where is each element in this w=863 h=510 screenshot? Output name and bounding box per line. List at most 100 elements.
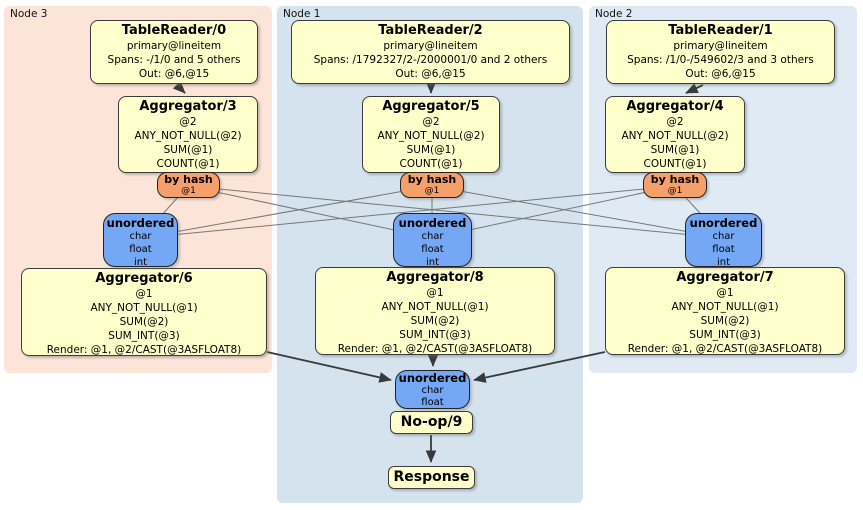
operator-detail: @1 bbox=[426, 287, 444, 299]
operator-detail: Spans: /1/0-/549602/3 and 3 others bbox=[627, 54, 814, 66]
operator-detail: SUM(@1) bbox=[163, 144, 213, 156]
operator-title: Aggregator/5 bbox=[382, 99, 480, 114]
by-hash-router-node2: by hash @1 bbox=[643, 172, 707, 198]
sync-column: char bbox=[421, 231, 444, 242]
sync-column: float bbox=[129, 244, 152, 255]
operator-detail: Spans: -/1/0 and 5 others bbox=[107, 54, 241, 66]
aggregator-4-box: Aggregator/4 @2 ANY_NOT_NULL(@2) SUM(@1)… bbox=[605, 96, 745, 173]
edge-byhash3-unordered1 bbox=[187, 185, 433, 239]
operator-title: Aggregator/6 bbox=[95, 271, 193, 286]
router-column: @1 bbox=[667, 186, 683, 196]
edge-tablereader0-aggregator3 bbox=[172, 80, 186, 94]
operator-detail: Spans: /1792327/2-/2000001/0 and 2 other… bbox=[313, 54, 548, 66]
aggregator-5-box: Aggregator/5 @2 ANY_NOT_NULL(@2) SUM(@1)… bbox=[362, 96, 500, 173]
operator-detail: Out: @6,@15 bbox=[685, 68, 756, 80]
tablereader-2-box: TableReader/2 primary@lineitem Spans: /1… bbox=[291, 20, 570, 84]
edge-byhash1-unordered3 bbox=[140, 185, 433, 239]
operator-title: Aggregator/3 bbox=[139, 99, 237, 114]
operator-title: TableReader/0 bbox=[121, 23, 227, 38]
unordered-sync-final: unordered char float bbox=[395, 370, 470, 409]
operator-detail: SUM(@2) bbox=[119, 316, 169, 328]
operator-detail: SUM(@1) bbox=[650, 144, 700, 156]
aggregator-3-box: Aggregator/3 @2 ANY_NOT_NULL(@2) SUM(@1)… bbox=[118, 96, 258, 173]
sync-column: int bbox=[425, 257, 440, 268]
edge-byhash1-unordered2 bbox=[431, 185, 724, 239]
router-column: @1 bbox=[424, 186, 440, 196]
edge-byhash2-unordered3 bbox=[140, 185, 676, 239]
router-title: by hash bbox=[407, 173, 457, 186]
sync-column: char bbox=[129, 231, 152, 242]
sync-column: char bbox=[712, 231, 735, 242]
noop-box: No-op/9 bbox=[390, 411, 473, 434]
edge-byhash2-unordered1 bbox=[431, 185, 676, 239]
aggregator-8-box: Aggregator/8 @1 ANY_NOT_NULL(@1) SUM(@2)… bbox=[315, 267, 555, 355]
operator-detail: @1 bbox=[135, 288, 153, 300]
operator-detail: COUNT(@1) bbox=[399, 158, 463, 170]
unordered-sync-node3: unordered char float int bbox=[103, 213, 178, 268]
sync-title: unordered bbox=[398, 371, 467, 385]
sync-column: float bbox=[421, 244, 444, 255]
operator-title: Aggregator/8 bbox=[386, 270, 484, 285]
operator-detail: @2 bbox=[666, 116, 684, 128]
aggregator-7-box: Aggregator/7 @1 ANY_NOT_NULL(@1) SUM(@2)… bbox=[605, 267, 845, 355]
by-hash-router-node1: by hash @1 bbox=[400, 172, 464, 198]
operator-detail: COUNT(@1) bbox=[156, 158, 220, 170]
operator-detail: SUM_INT(@3) bbox=[689, 329, 761, 341]
tablereader-1-box: TableReader/1 primary@lineitem Spans: /1… bbox=[606, 20, 835, 84]
operator-detail: Render: @1, @2/CAST(@3ASFLOAT8) bbox=[337, 343, 533, 355]
operator-detail: ANY_NOT_NULL(@2) bbox=[134, 130, 242, 142]
sync-column: float bbox=[712, 244, 735, 255]
sync-column: int bbox=[133, 257, 148, 268]
operator-detail: @2 bbox=[422, 116, 440, 128]
operator-detail: SUM(@1) bbox=[406, 144, 456, 156]
operator-detail: @2 bbox=[179, 116, 197, 128]
sync-title: unordered bbox=[398, 216, 467, 230]
router-title: by hash bbox=[164, 173, 213, 186]
operator-detail: SUM_INT(@3) bbox=[108, 330, 180, 342]
unordered-sync-node1: unordered char float int bbox=[393, 213, 472, 268]
sync-column: char bbox=[421, 385, 444, 396]
sync-title: unordered bbox=[689, 216, 758, 230]
operator-detail: ANY_NOT_NULL(@2) bbox=[621, 130, 729, 142]
operator-detail: primary@lineitem bbox=[383, 40, 478, 52]
operator-detail: @1 bbox=[716, 287, 734, 299]
operator-detail: ANY_NOT_NULL(@1) bbox=[381, 301, 489, 313]
router-title: by hash bbox=[650, 173, 700, 186]
operator-detail: ANY_NOT_NULL(@1) bbox=[90, 302, 198, 314]
node2-label: Node 2 bbox=[595, 8, 633, 20]
edge-byhash3-unordered2 bbox=[187, 185, 724, 239]
operator-detail: COUNT(@1) bbox=[643, 158, 707, 170]
operator-title: TableReader/1 bbox=[668, 23, 773, 38]
operator-detail: ANY_NOT_NULL(@2) bbox=[377, 130, 485, 142]
edge-aggregator7-finalunordered bbox=[473, 351, 606, 383]
operator-detail: SUM_INT(@3) bbox=[399, 329, 471, 341]
operator-detail: Out: @6,@15 bbox=[395, 68, 466, 80]
operator-title: Response bbox=[393, 469, 470, 485]
operator-detail: ANY_NOT_NULL(@1) bbox=[671, 301, 779, 313]
sync-column: int bbox=[716, 257, 731, 268]
sync-column: float bbox=[421, 397, 444, 408]
aggregator-6-box: Aggregator/6 @1 ANY_NOT_NULL(@1) SUM(@2)… bbox=[21, 268, 267, 356]
operator-detail: SUM(@2) bbox=[410, 315, 460, 327]
edge-tablereader1-aggregator4 bbox=[685, 83, 704, 94]
operator-detail: Render: @1, @2/CAST(@3ASFLOAT8) bbox=[46, 344, 242, 356]
operator-title: TableReader/2 bbox=[378, 23, 483, 38]
operator-detail: SUM(@2) bbox=[700, 315, 750, 327]
unordered-sync-node2: unordered char float int bbox=[685, 213, 762, 268]
operator-detail: Render: @1, @2/CAST(@3ASFLOAT8) bbox=[627, 343, 823, 355]
operator-detail: primary@lineitem bbox=[126, 40, 222, 52]
response-box: Response bbox=[388, 466, 475, 489]
node3-label: Node 3 bbox=[10, 8, 48, 20]
flow-edges bbox=[172, 80, 704, 463]
node1-label: Node 1 bbox=[283, 8, 321, 20]
operator-title: Aggregator/4 bbox=[626, 99, 724, 114]
router-column: @1 bbox=[181, 186, 196, 196]
tablereader-0-box: TableReader/0 primary@lineitem Spans: -/… bbox=[90, 20, 258, 84]
sync-title: unordered bbox=[106, 216, 175, 230]
operator-title: Aggregator/7 bbox=[676, 270, 774, 285]
operator-detail: primary@lineitem bbox=[673, 40, 768, 52]
by-hash-router-node3: by hash @1 bbox=[157, 172, 220, 198]
edge-aggregator6-finalunordered bbox=[266, 351, 392, 383]
operator-detail: Out: @6,@15 bbox=[138, 68, 210, 80]
